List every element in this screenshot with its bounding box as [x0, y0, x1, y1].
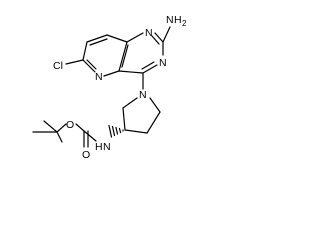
bond [118, 70, 144, 74]
bond [56, 123, 67, 133]
bond [124, 129, 148, 134]
bond [103, 70, 120, 77]
bond [154, 32, 164, 43]
bond [162, 26, 171, 43]
bond [149, 97, 161, 113]
bond [83, 130, 97, 142]
bond [142, 64, 158, 74]
bond [43, 120, 58, 133]
bond [65, 59, 84, 65]
bond [141, 61, 155, 70]
bond [122, 97, 138, 109]
bond [82, 41, 88, 61]
amino-subscript-label: 2 [182, 19, 187, 28]
pyrrolidine-n-label: N [139, 89, 147, 101]
bond [121, 44, 129, 68]
atom-labels: N H 2 N N N Cl N H N O O [53, 14, 187, 161]
ester-oxygen-label: O [66, 119, 74, 131]
bond [126, 32, 144, 43]
chlorine-label: Cl [53, 60, 63, 72]
amino-n-label: N [166, 14, 174, 26]
carbamate-n-label: N [103, 141, 111, 153]
bond [75, 123, 85, 132]
pyridine-n-label: N [95, 71, 103, 83]
bond [106, 34, 128, 43]
bond [118, 41, 128, 72]
bonds [32, 26, 171, 148]
hashed-wedge-bond [108, 124, 124, 138]
pyrimidine-n1-label: N [145, 27, 153, 39]
bond [86, 59, 97, 70]
molecule-structure: N H 2 N N N Cl N H N O O [32, 14, 187, 161]
amino-h-label: H [174, 14, 182, 26]
bond [89, 38, 108, 46]
bond [122, 107, 126, 131]
carbonyl-oxygen-label: O [82, 149, 90, 161]
bond [82, 59, 96, 73]
pyrimidine-n3-label: N [159, 57, 167, 69]
carbamate-h-label: H [95, 141, 103, 153]
bond [146, 111, 161, 134]
bond [151, 35, 160, 45]
bond [56, 131, 63, 143]
bond [86, 34, 108, 43]
